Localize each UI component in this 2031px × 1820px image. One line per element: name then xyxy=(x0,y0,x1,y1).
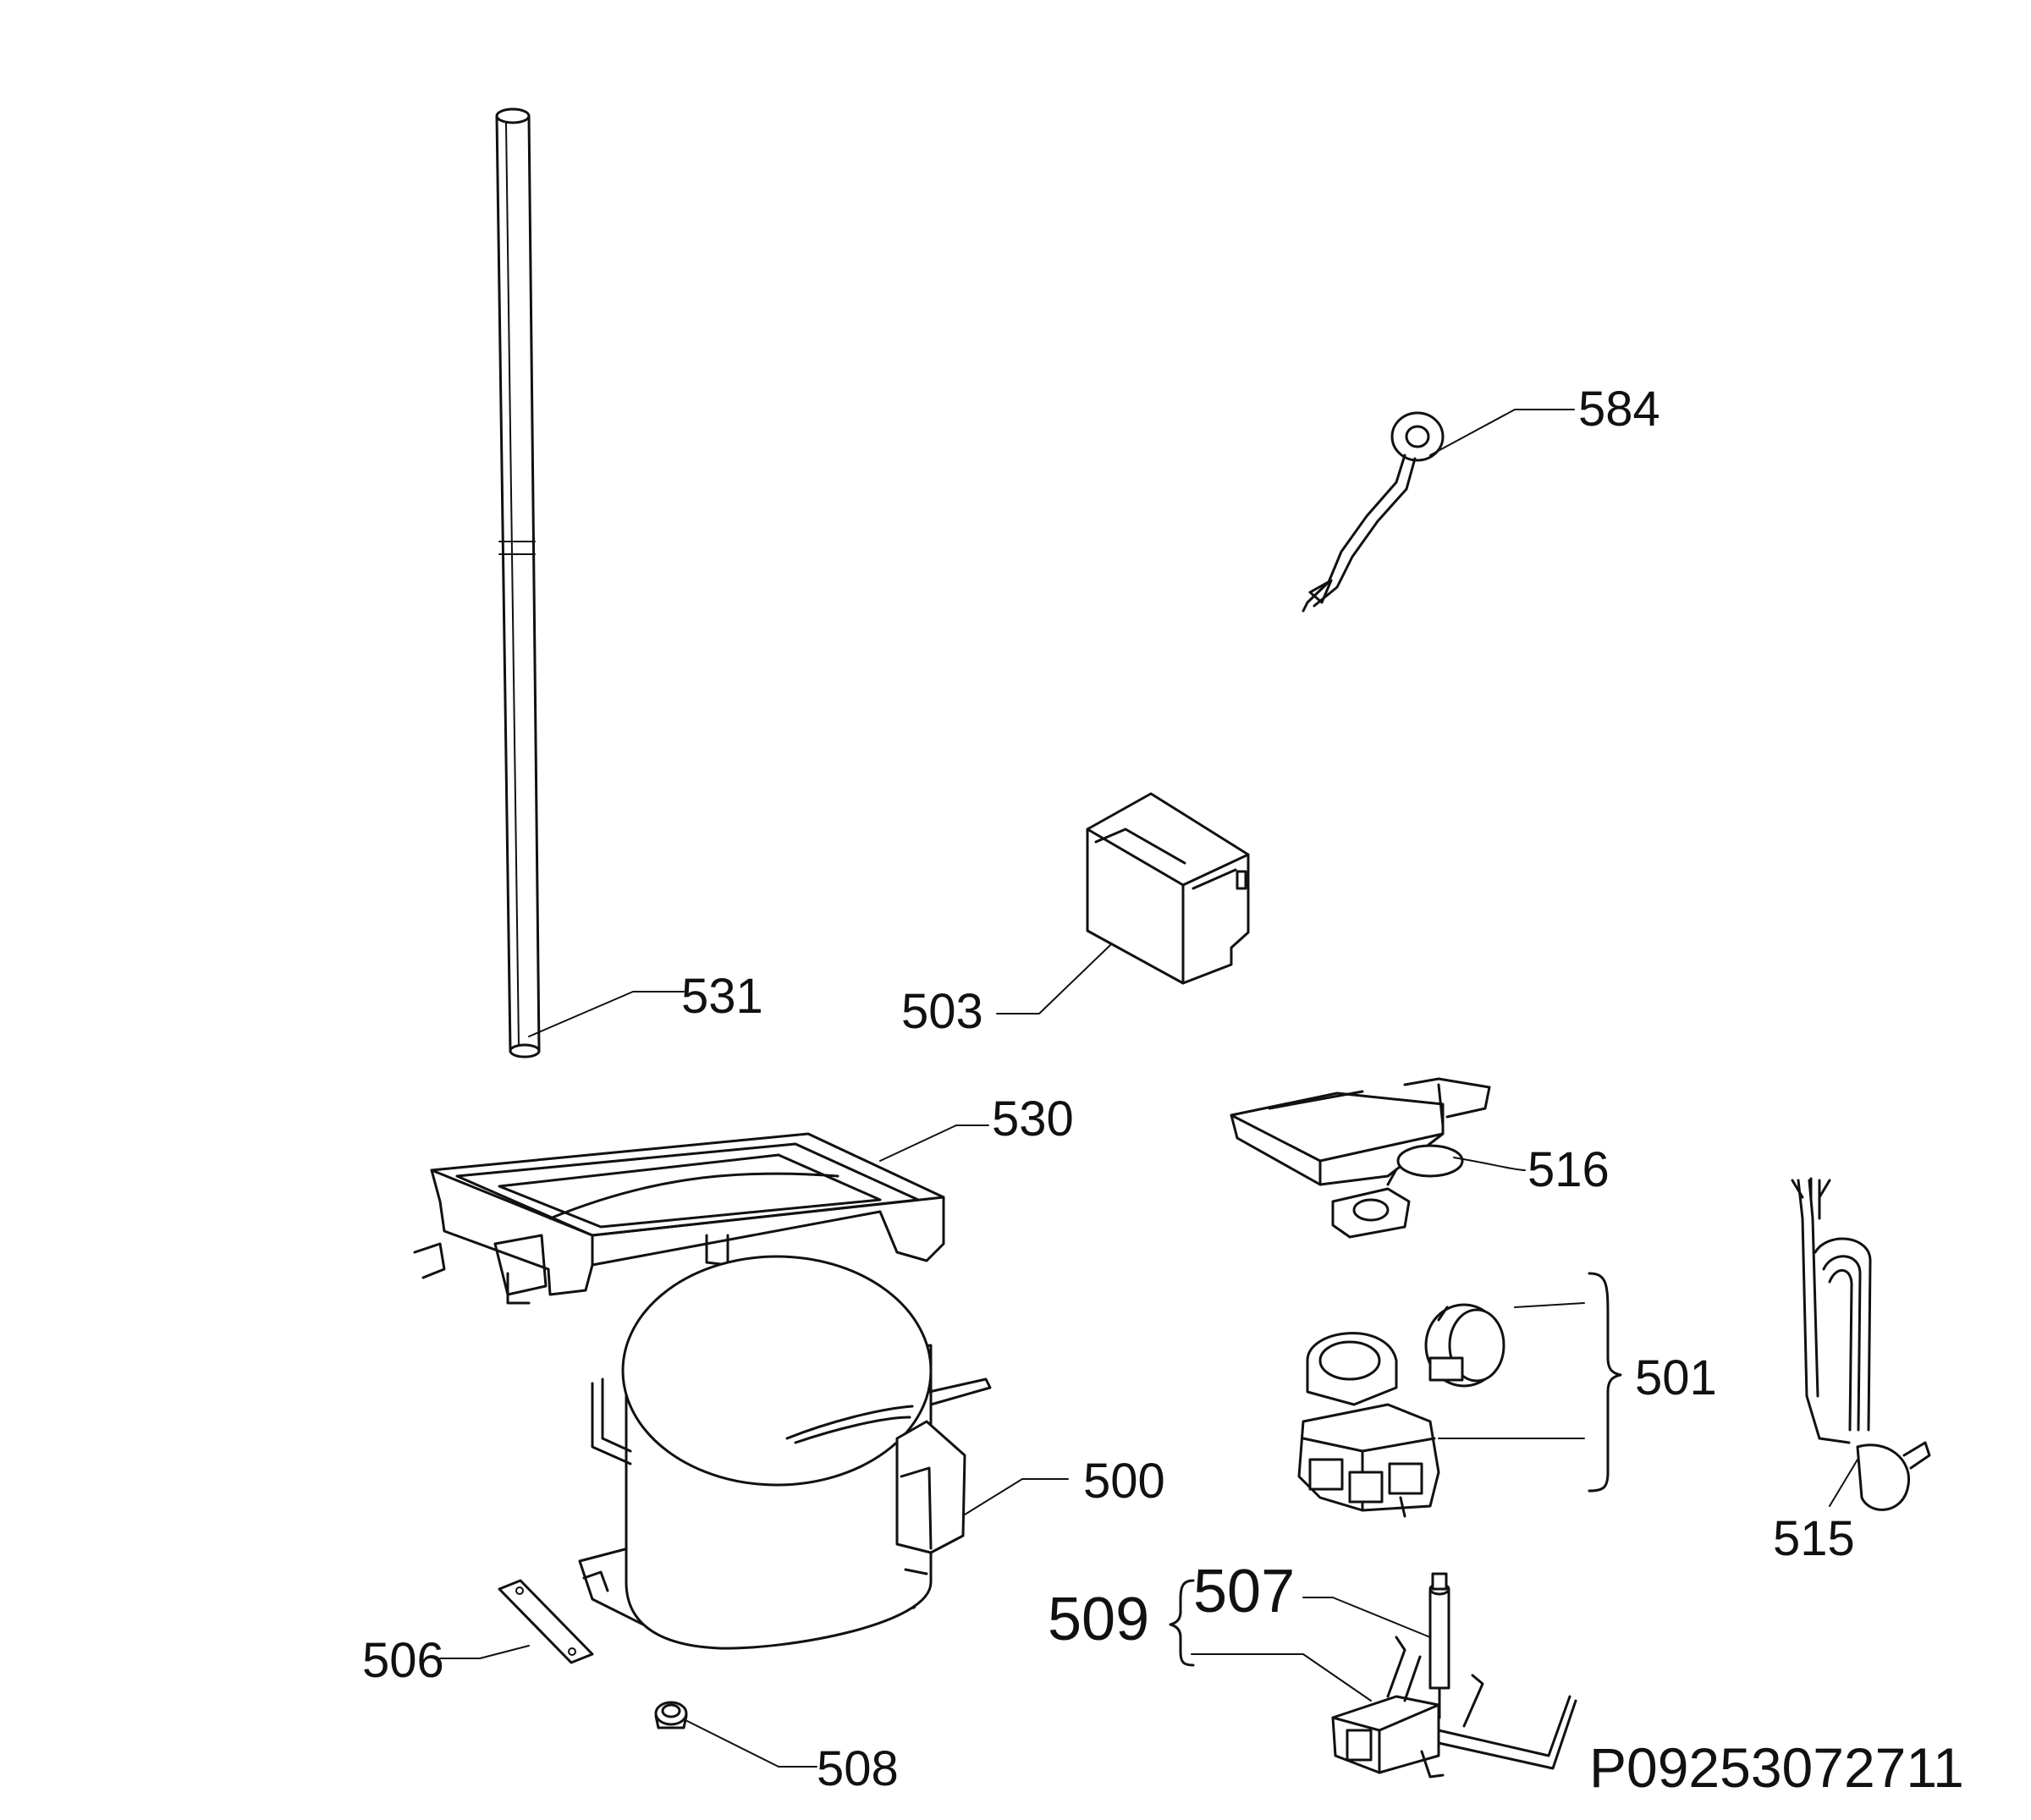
part-508-grommet xyxy=(654,1701,688,1729)
label-508[interactable]: 508 xyxy=(817,1741,899,1796)
label-500[interactable]: 500 xyxy=(1083,1454,1165,1509)
label-509[interactable]: 509 xyxy=(1048,1586,1149,1653)
part-500-compressor xyxy=(578,1255,992,1650)
label-503[interactable]: 503 xyxy=(901,984,983,1039)
label-507[interactable]: 507 xyxy=(1193,1558,1295,1625)
part-530-frame xyxy=(413,1132,945,1305)
part-516-relay xyxy=(1230,1077,1491,1239)
label-530[interactable]: 530 xyxy=(992,1091,1074,1146)
label-584[interactable]: 584 xyxy=(1578,382,1660,437)
label-501[interactable]: 501 xyxy=(1635,1350,1717,1405)
label-506[interactable]: 506 xyxy=(362,1633,444,1688)
part-501-starter-kit xyxy=(1297,1303,1505,1518)
part-584-sensor xyxy=(1302,411,1445,613)
part-labels: 584 531 503 530 516 501 500 515 509 507 … xyxy=(362,382,1855,1796)
label-516[interactable]: 516 xyxy=(1527,1142,1610,1197)
label-531[interactable]: 531 xyxy=(681,969,763,1024)
part-531-tube xyxy=(495,107,541,1058)
label-515[interactable]: 515 xyxy=(1773,1511,1855,1566)
part-506-clip xyxy=(498,1579,594,1664)
part-509-valve xyxy=(1331,1572,1577,1779)
part-515-heater xyxy=(1791,1177,1931,1511)
leader-lines xyxy=(439,409,1858,1768)
brackets xyxy=(1169,1272,1622,1667)
part-503-cover xyxy=(1086,792,1250,985)
document-id: P09253072711 xyxy=(1589,1736,1964,1799)
